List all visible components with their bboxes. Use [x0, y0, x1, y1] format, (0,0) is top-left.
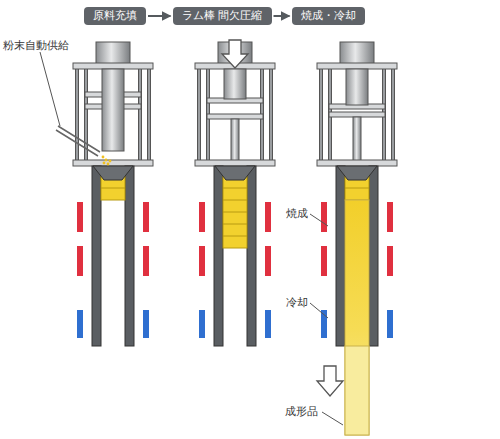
hopper — [215, 166, 255, 180]
powder-dot — [103, 162, 106, 165]
guide-rod — [392, 64, 395, 164]
step-arrow — [148, 15, 171, 17]
die-wall — [125, 166, 134, 346]
heater — [321, 202, 327, 232]
heater — [77, 246, 83, 276]
die-wall — [214, 166, 223, 346]
die-wall — [369, 166, 378, 346]
press-arrow — [222, 40, 248, 68]
step-title: 原料充填 — [93, 9, 137, 22]
guide-rod — [139, 64, 142, 164]
molded-product — [345, 346, 369, 435]
top-cylinder — [340, 42, 374, 64]
heater — [143, 202, 149, 232]
heater — [199, 202, 205, 232]
press-unit — [195, 42, 275, 346]
guide-rod — [76, 64, 79, 164]
ram-rod — [102, 69, 124, 151]
guide-rod — [270, 64, 273, 164]
output-arrow — [317, 366, 343, 396]
base-plate — [195, 160, 275, 166]
heater — [321, 246, 327, 276]
leader-line — [310, 214, 328, 226]
cooling-jacket — [199, 310, 205, 338]
callout-label: 焼成 — [285, 207, 309, 220]
leader-line — [40, 52, 60, 126]
heater — [387, 202, 393, 232]
die-wall — [336, 166, 345, 346]
compressed-charge — [223, 176, 247, 248]
slide-plate — [207, 114, 263, 119]
cooling-jacket — [143, 310, 149, 338]
step-title: 焼成・冷却 — [301, 9, 356, 22]
slide-plate — [329, 112, 385, 117]
cooling-jacket — [387, 310, 393, 338]
guide-rod — [198, 64, 201, 164]
base-plate — [73, 160, 153, 166]
guide-rod — [148, 64, 151, 164]
die-wall — [247, 166, 256, 346]
ram-rod — [224, 69, 246, 99]
press-unit — [317, 42, 397, 435]
feed-nozzle — [56, 126, 100, 156]
callout-label: 冷却 — [285, 296, 309, 309]
powder-dot — [107, 163, 110, 166]
top-cylinder — [96, 42, 130, 64]
base-plate — [317, 160, 397, 166]
cooling-jacket — [265, 310, 271, 338]
heater — [387, 246, 393, 276]
step-box: 焼成・冷却 — [292, 7, 365, 25]
molded-product — [345, 200, 369, 435]
heater — [265, 202, 271, 232]
callout-label: 粉末自動供給 — [2, 39, 70, 52]
powder-dot — [102, 156, 105, 159]
leader-line — [310, 303, 328, 318]
hopper — [337, 166, 377, 180]
step-arrow — [274, 15, 290, 17]
press-unit — [73, 42, 153, 346]
leader-line — [322, 412, 343, 425]
top-plate — [317, 63, 397, 69]
heater — [265, 246, 271, 276]
step-title: ラム棒 間欠圧縮 — [182, 9, 263, 22]
step-box: 原料充填 — [84, 7, 146, 25]
powder-dot — [105, 159, 108, 162]
hopper — [93, 166, 133, 180]
die-wall — [92, 166, 101, 346]
heater — [199, 246, 205, 276]
powder-dot — [109, 160, 112, 163]
ram-rod — [346, 69, 368, 105]
step-box: ラム棒 間欠圧縮 — [173, 7, 272, 25]
guide-rod — [320, 64, 323, 164]
callout-label: 成形品 — [284, 405, 319, 418]
cooling-jacket — [77, 310, 83, 338]
top-plate — [73, 63, 153, 69]
heater — [143, 246, 149, 276]
heater — [77, 202, 83, 232]
